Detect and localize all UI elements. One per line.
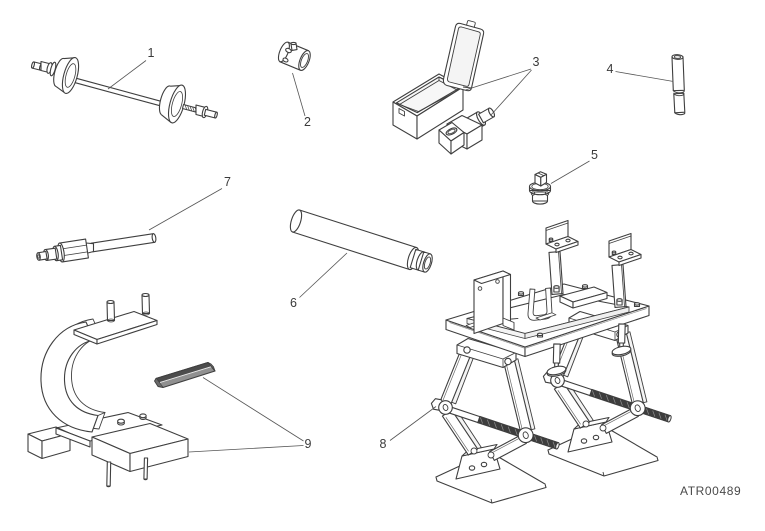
callout-5: 5 [550,148,598,184]
callout-2-label: 2 [304,115,311,129]
part-4-pin-illustration [671,54,686,116]
callout-8-leader [389,406,437,441]
callout-7-leader [148,188,223,231]
part-2-sleeve-bushing-illustration [277,41,311,71]
callout-6: 6 [290,252,348,310]
callout-5-label: 5 [591,148,598,162]
callout-4-label: 4 [607,62,614,76]
part-8-scissor-stand-illustration [430,219,672,504]
part-7-driver-rod-illustration [36,233,157,263]
callout-9-leader [188,445,304,453]
part-1-shaft-with-discs-illustration [31,57,218,124]
callout-8: 8 [380,406,437,451]
callout-9-leader [202,377,304,442]
callout-4-leader [615,71,674,82]
callout-6-label: 6 [290,296,297,310]
callout-1: 1 [107,46,155,90]
callout-9: 9 [188,377,312,453]
callout-9-label: 9 [305,437,312,451]
callout-1-leader [107,60,147,90]
callout-3-leader [490,69,532,116]
callout-3: 3 [465,55,540,116]
callout-3-leader [465,68,532,91]
callout-1-label: 1 [148,46,155,60]
part-5-adapter-cap-illustration [528,171,552,205]
part-3-case-and-gauge-illustration [392,20,496,155]
callout-2: 2 [292,72,311,129]
callout-5-leader [550,160,590,184]
callout-6-leader [299,252,348,298]
figure-code: ATR00489 [680,484,741,498]
callout-3-label: 3 [533,55,540,69]
callout-7: 7 [148,175,231,231]
part-6-tube-illustration [289,209,433,273]
callout-2-leader [292,72,306,117]
callout-4: 4 [607,62,674,82]
part-9-press-bracket-illustration [27,292,216,488]
callout-7-label: 7 [224,175,231,189]
callout-8-label: 8 [380,437,387,451]
